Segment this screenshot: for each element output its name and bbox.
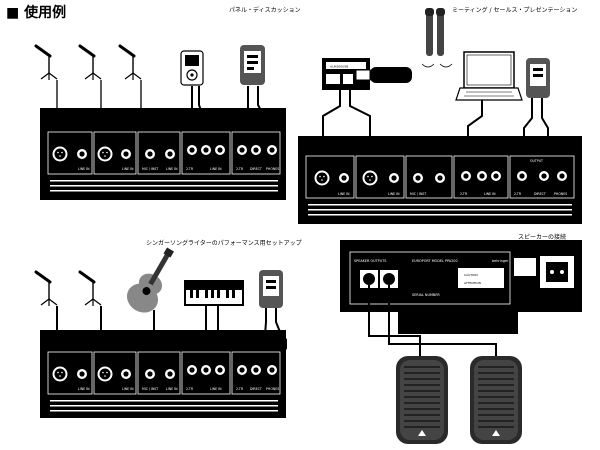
label-2tr: 2-TR (460, 192, 468, 196)
diagram-speaker-connection: SPEAKER OUTPUTS EUROPORT MODEL PPA200 SE… (340, 240, 582, 444)
label-output: OUTPUT (530, 159, 543, 163)
diagram-singer-songwriter: LINE IN LINE IN MIC / INST LINE IN 2-TR … (34, 247, 287, 418)
label-line-in: LINE IN (78, 387, 90, 391)
phone-icon (240, 45, 265, 85)
label-mic-inst: MIC / INST (142, 167, 158, 171)
passive-speaker-icon (470, 356, 522, 444)
label-line-in: LINE IN (122, 167, 134, 171)
label-line-in: LINE IN (388, 192, 400, 196)
label-2tr: 2-TR (186, 387, 194, 391)
microphone-icon (78, 44, 103, 82)
label-direct: DIRECT (250, 387, 262, 391)
label-line-in: LINE IN (166, 167, 178, 171)
label-phones: PHONES (554, 192, 567, 196)
microphone-icon (118, 44, 143, 82)
laptop-icon (455, 51, 523, 101)
label-2tr: 2-TR (236, 167, 244, 171)
phone-icon (526, 58, 550, 98)
brand-label: behringer (492, 259, 509, 263)
label-line-in: LINE IN (338, 192, 350, 196)
model-label: EUROPORT MODEL PPA200 (412, 259, 458, 263)
label-line-in: LINE IN (166, 387, 178, 391)
caption-panel-discussion: パネル・ディスカッション (229, 7, 301, 14)
label-2tr: 2-TR (514, 192, 522, 196)
label-2tr: 2-TR (236, 387, 244, 391)
mixer-top-panel: LINE IN LINE IN MIC / INST LINE IN 2-TR … (40, 330, 286, 418)
wireless-receiver-icon: ULM300USB (322, 58, 412, 90)
acoustic-guitar-icon (126, 247, 174, 313)
caption-speaker-connection: スピーカーの接続 (518, 234, 567, 241)
label-phones: PHONES (266, 167, 279, 171)
label-line-in: LINE IN (210, 387, 222, 391)
caution-label: CAUTION (464, 273, 478, 277)
mixer-top-panel: LINE IN LINE IN MIC / INST LINE IN 2-TR … (40, 108, 286, 200)
wireless-microphone-icon (421, 8, 453, 68)
caption-meeting-sales: ミーティング / セールス・プレゼンテーション (452, 7, 578, 14)
label-2tr: 2-TR (186, 167, 194, 171)
label-line-in: LINE IN (122, 387, 134, 391)
label-mic-inst: MIC / INST (410, 192, 426, 196)
diagram-meeting-sales: ULM300USB (298, 8, 582, 224)
diagram-panel-discussion: LINE IN LINE IN MIC / INST LINE IN 2-TR … (34, 44, 286, 200)
receiver-model-label: ULM300USB (330, 65, 348, 69)
label-line-in: LINE IN (484, 192, 496, 196)
mp3-player-icon (180, 50, 204, 86)
label-direct: DIRECT (534, 192, 546, 196)
passive-speaker-icon (396, 356, 448, 444)
label-line-in: LINE IN (210, 167, 222, 171)
label-direct: DIRECT (250, 167, 262, 171)
mixer-top-panel: LINE IN LINE IN MIC / INST 2-TR LINE IN … (298, 136, 582, 224)
microphone-icon (78, 270, 103, 308)
keyboard-icon (184, 280, 244, 306)
microphone-icon (34, 44, 59, 82)
serial-label: SERIAL NUMBER (412, 293, 440, 297)
caption-singer-songwriter: シンガーソングライターのパフォーマンス用セットアップ (146, 240, 302, 247)
speaker-outputs-label: SPEAKER OUTPUTS (354, 259, 386, 263)
page-title: ■ 使用例 (6, 5, 67, 21)
label-line-in: LINE IN (78, 167, 90, 171)
label-phones: PHONES (266, 387, 279, 391)
phone-icon (259, 270, 283, 308)
attention-label: ATTENTION (464, 281, 481, 285)
mixer-rear-panel: SPEAKER OUTPUTS EUROPORT MODEL PPA200 SE… (340, 240, 582, 334)
microphone-icon (34, 270, 59, 308)
label-mic-inst: MIC / INST (142, 387, 158, 391)
